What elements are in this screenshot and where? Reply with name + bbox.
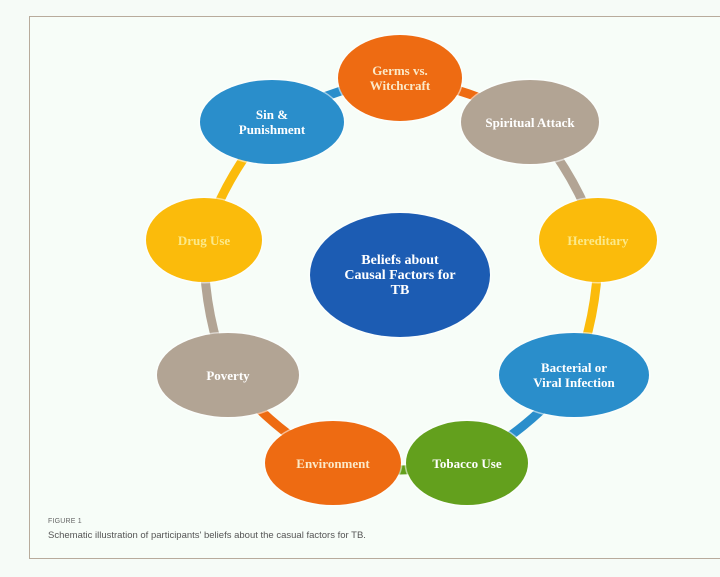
node-label-line: Beliefs about xyxy=(361,252,439,268)
figure-caption: Schematic illustration of participants' … xyxy=(48,530,366,541)
node-label-line: Causal Factors for xyxy=(344,267,456,283)
node-label-line: Bacterial or xyxy=(540,360,608,375)
node-drug-use: Drug Use xyxy=(146,198,262,282)
node-label-line: Punishment xyxy=(238,122,306,137)
node-label-line: Drug Use xyxy=(177,232,231,248)
figure-label: FIGURE 1 xyxy=(48,518,82,525)
node-label-line: Viral Infection xyxy=(533,375,615,390)
node-label-line: Sin & xyxy=(255,107,289,122)
node-label-line: Hereditary xyxy=(567,232,629,248)
node-label-line: Tobacco Use xyxy=(432,455,502,471)
node-poverty: Poverty xyxy=(157,333,299,417)
node-sin-and-punishment: Sin &Punishment xyxy=(200,80,344,164)
node-label-line: Spiritual Attack xyxy=(485,114,575,130)
node-environment: Environment xyxy=(265,421,401,505)
node-hereditary: Hereditary xyxy=(539,198,657,282)
node-spiritual-attack: Spiritual Attack xyxy=(461,80,599,164)
node-germs-vs-witchcraft: Germs vs.Witchcraft xyxy=(338,35,462,121)
node-label-line: Poverty xyxy=(206,367,250,383)
node-tobacco-use: Tobacco Use xyxy=(406,421,528,505)
node-label-line: TB xyxy=(390,282,410,298)
node-label-line: Witchcraft xyxy=(369,78,431,93)
node-label-line: Environment xyxy=(296,455,370,471)
node-label-line: Germs vs. xyxy=(372,63,428,78)
